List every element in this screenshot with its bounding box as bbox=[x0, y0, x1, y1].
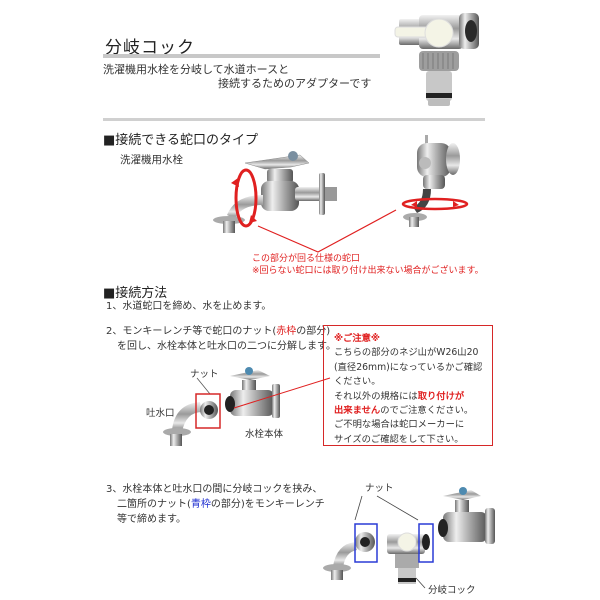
branch-cock-product-image bbox=[394, 13, 479, 106]
faucet-body-label: 水栓本体 bbox=[245, 429, 284, 440]
caution-line: それ以外の規格には取り付けが bbox=[334, 390, 492, 404]
non-rotating-warning: ※回らない蛇口には取り付け出来ない場合がございます。 bbox=[252, 266, 484, 276]
intro-text-line1: 洗濯機用水栓を分岐して水道ホースと bbox=[103, 63, 290, 76]
step-2-text: の部分) bbox=[296, 326, 331, 337]
caution-text: それ以外の規格には bbox=[334, 390, 418, 402]
step-2-line2: を回し、水栓本体と吐水口の二つに分解します。 bbox=[117, 341, 336, 352]
rotating-part-note: この部分が回る仕様の蛇口 bbox=[252, 254, 361, 264]
auto-stop-faucet-image bbox=[401, 135, 469, 227]
caution-box: ※ご注意※ こちらの部分のネジ山がW26山20 (直径26mm)になっているかご… bbox=[323, 325, 493, 446]
blue-frame-label: 青枠 bbox=[190, 499, 211, 510]
disassembled-faucet-diagram bbox=[163, 367, 331, 446]
nut-label: ナット bbox=[190, 369, 219, 380]
faucet-type-label: 洗濯機用水栓 bbox=[120, 154, 183, 166]
step-1: 1、水道蛇口を締め、水を止めます。 bbox=[106, 301, 272, 312]
section-title-faucet-types: ■接続できる蛇口のタイプ bbox=[103, 133, 259, 148]
caution-emphasis: 出来ません bbox=[334, 405, 381, 417]
step-2-text: 2、モンキーレンチ等で蛇口のナット( bbox=[106, 326, 277, 337]
caution-line: ください。 bbox=[334, 376, 381, 388]
step-3-text: 二箇所のナット( bbox=[117, 499, 191, 510]
caution-emphasis: 取り付けが bbox=[417, 390, 465, 402]
caution-line: こちらの部分のネジ山がW26山20 bbox=[334, 347, 479, 359]
step-3-text: の部分)をモンキーレンチ bbox=[210, 499, 325, 510]
washing-machine-faucet-image bbox=[213, 151, 337, 233]
step-3-line1: 3、水栓本体と吐水口の間に分岐コックを挟み、 bbox=[106, 484, 323, 495]
spout-label: 吐水口 bbox=[146, 408, 175, 419]
section-divider bbox=[103, 118, 485, 121]
caution-line: ご不明な場合は蛇口メーカーに bbox=[334, 419, 465, 431]
caution-line: (直径26mm)になっているかご確認 bbox=[334, 361, 483, 373]
caution-text: のでご注意ください。 bbox=[380, 405, 474, 417]
title-divider bbox=[103, 54, 380, 58]
red-frame-label: 赤枠 bbox=[276, 326, 297, 337]
page-title: 分岐コック bbox=[105, 38, 195, 58]
nut-label-2: ナット bbox=[365, 483, 394, 494]
step-2-line1: 2、モンキーレンチ等で蛇口のナット(赤枠の部分) bbox=[106, 324, 330, 339]
step-3-line3: 等で締めます。 bbox=[117, 514, 186, 525]
caution-heading: ※ご注意※ bbox=[334, 333, 380, 344]
step-3-line2: 二箇所のナット(青枠の部分)をモンキーレンチ bbox=[117, 497, 325, 512]
caution-line: サイズのご確認をして下さい。 bbox=[334, 433, 464, 445]
caution-line: 出来ませんのでご注意ください。 bbox=[334, 404, 492, 418]
intro-text-line2: 接続するためのアダプターです bbox=[218, 77, 372, 90]
assembled-branch-cock-diagram bbox=[323, 487, 495, 589]
section-title-method: ■接続方法 bbox=[103, 286, 168, 301]
branch-cock-label: 分岐コック bbox=[428, 585, 476, 596]
